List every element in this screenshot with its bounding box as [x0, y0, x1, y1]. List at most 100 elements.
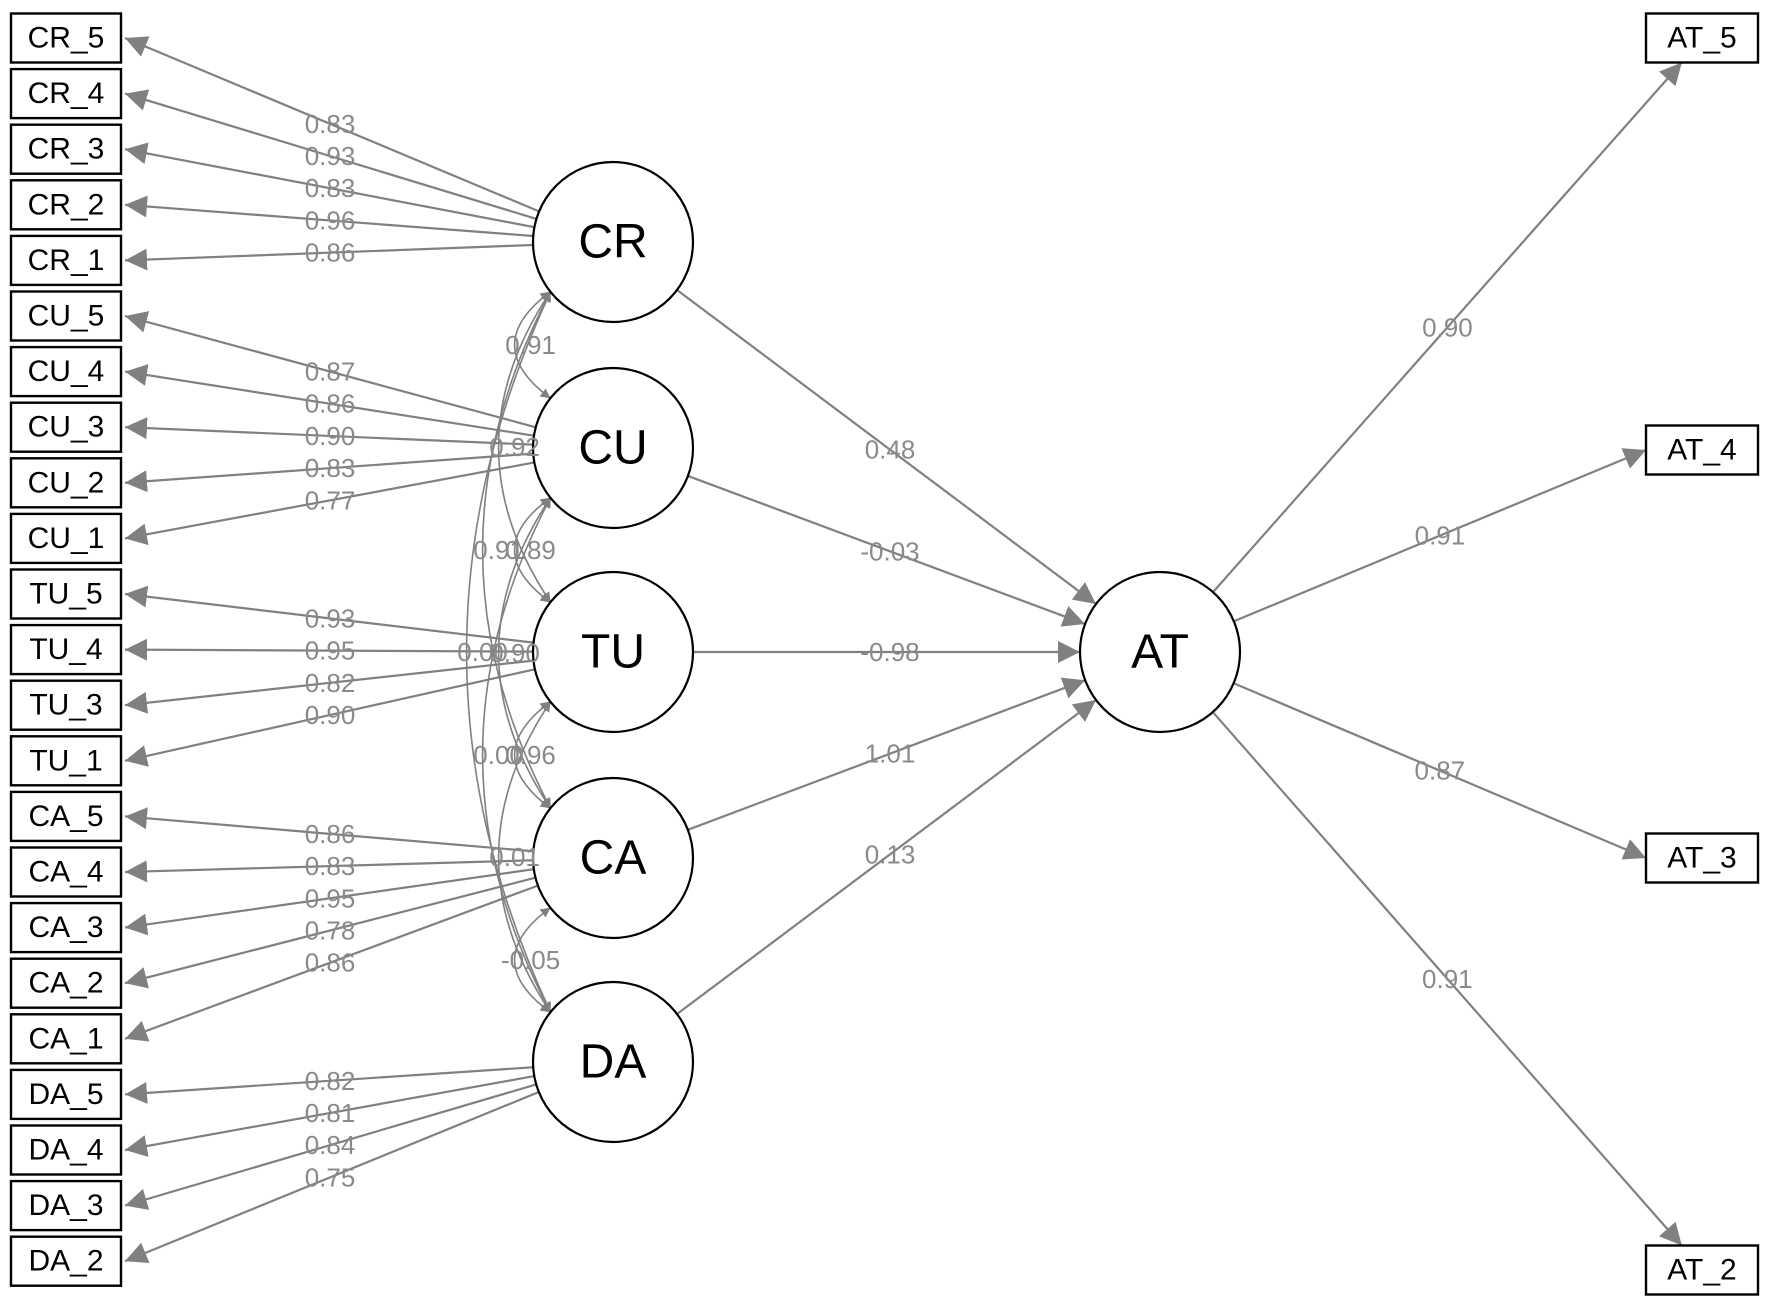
loading-label: 0.83 [305, 453, 356, 483]
loading-edge [124, 1066, 534, 1104]
loading-edge [124, 461, 535, 546]
loading-edge [124, 1083, 537, 1210]
indicator-box [1644, 12, 1760, 64]
edge-layer [124, 36, 1683, 1264]
loading-edge [124, 1075, 535, 1157]
path-label: -0.03 [860, 536, 919, 566]
loading-edge [124, 36, 540, 213]
indicator-box [9, 123, 123, 175]
loading-label: 0.83 [305, 109, 356, 139]
loading-label: 0.95 [305, 636, 356, 666]
indicator-box [1644, 424, 1760, 476]
indicator-label: CU_4 [28, 355, 105, 388]
covariance-label: 0.00 [457, 637, 508, 667]
indicator-label: TU_3 [29, 689, 102, 722]
loading-label: 0.95 [305, 883, 356, 913]
covariance-label: -0.05 [501, 945, 560, 975]
loading-label: 0.91 [1422, 964, 1473, 994]
indicator-box [9, 1124, 123, 1176]
indicator-label: CR_5 [28, 22, 105, 55]
loading-edge [124, 884, 539, 1042]
loading-edge [124, 243, 534, 271]
loading-label: 0.93 [305, 603, 356, 633]
loading-edge [124, 311, 537, 429]
loading-label: 0.78 [305, 916, 356, 946]
indicator-label: CA_2 [28, 967, 103, 1000]
indicator-box [9, 1068, 123, 1121]
loading-edge [124, 659, 534, 714]
indicator-box [9, 790, 123, 843]
loading-edge [124, 807, 534, 853]
loading-label: 0.82 [305, 668, 356, 698]
loading-label: 0.86 [305, 238, 356, 268]
path-label: 0.48 [865, 435, 916, 465]
loading-label: 0.90 [305, 421, 356, 451]
path-edge [687, 677, 1086, 831]
indicator-label: DA_4 [28, 1134, 103, 1167]
indicator-label: CA_5 [28, 800, 103, 833]
indicator-label: CR_1 [28, 244, 105, 277]
loading-edge [124, 876, 536, 989]
loading-edge [1211, 711, 1683, 1247]
loading-edge [124, 585, 534, 644]
covariance-arc [514, 290, 552, 400]
indicator-box [9, 1013, 123, 1065]
indicator-box [9, 12, 123, 64]
indicator-label: TU_5 [29, 578, 102, 611]
indicator-box [9, 568, 123, 620]
latent-node [531, 160, 695, 324]
path-label: 1.01 [865, 739, 916, 769]
loading-label: 0.90 [1422, 312, 1473, 342]
indicator-label: CR_3 [28, 133, 105, 166]
covariance-label: 0.96 [505, 740, 556, 770]
loading-edge [124, 364, 535, 437]
indicator-label: CA_4 [28, 856, 103, 889]
path-edge [676, 289, 1097, 605]
loading-edge [1233, 682, 1647, 860]
indicator-box [9, 679, 123, 731]
path-edge [687, 474, 1086, 627]
indicator-box [9, 512, 123, 565]
covariance-label: 0.90 [489, 638, 540, 668]
latent-label: CR [578, 216, 647, 269]
loading-edge [124, 638, 534, 661]
indicator-label: CU_2 [28, 466, 105, 499]
loading-label: 0.93 [305, 141, 356, 171]
indicator-label: DA_2 [28, 1245, 103, 1278]
indicator-label: CA_1 [28, 1022, 103, 1055]
loading-label: 0.86 [305, 389, 356, 419]
covariance-label: 0.91 [505, 330, 556, 360]
covariance-arc [497, 291, 552, 603]
covariance-arc [514, 496, 552, 604]
loading-label: 0.96 [305, 205, 356, 235]
latent-node [531, 980, 695, 1144]
covariance-label: 0.01 [489, 842, 540, 872]
covariance-label: 0.92 [489, 432, 540, 462]
covariance-arc [497, 497, 552, 809]
indicator-box [9, 735, 123, 787]
indicator-label: CU_3 [28, 411, 105, 444]
indicator-label: AT_2 [1667, 1254, 1736, 1287]
loading-label: 0.91 [1415, 521, 1466, 551]
covariance-arc [497, 701, 552, 1013]
loading-edge [124, 859, 534, 883]
indicator-label: AT_3 [1667, 842, 1736, 875]
indicator-label: DA_3 [28, 1189, 103, 1222]
loading-edge [124, 868, 534, 936]
indicator-box [9, 957, 123, 1009]
loading-edge [124, 1091, 540, 1264]
latent-label: CA [580, 832, 647, 885]
indicator-box [9, 179, 123, 231]
latent-label: TU [581, 626, 645, 679]
loading-edge [124, 195, 534, 238]
indicator-box [9, 67, 123, 120]
loading-label: 0.84 [305, 1130, 356, 1160]
loading-label: 0.86 [305, 819, 356, 849]
latent-label: AT [1131, 626, 1189, 679]
indicator-box [9, 234, 123, 287]
loading-label: 0.81 [305, 1098, 356, 1128]
indicator-box [9, 290, 123, 342]
latent-node [531, 776, 695, 940]
path-edge [676, 699, 1097, 1015]
indicator-label: CA_3 [28, 911, 103, 944]
